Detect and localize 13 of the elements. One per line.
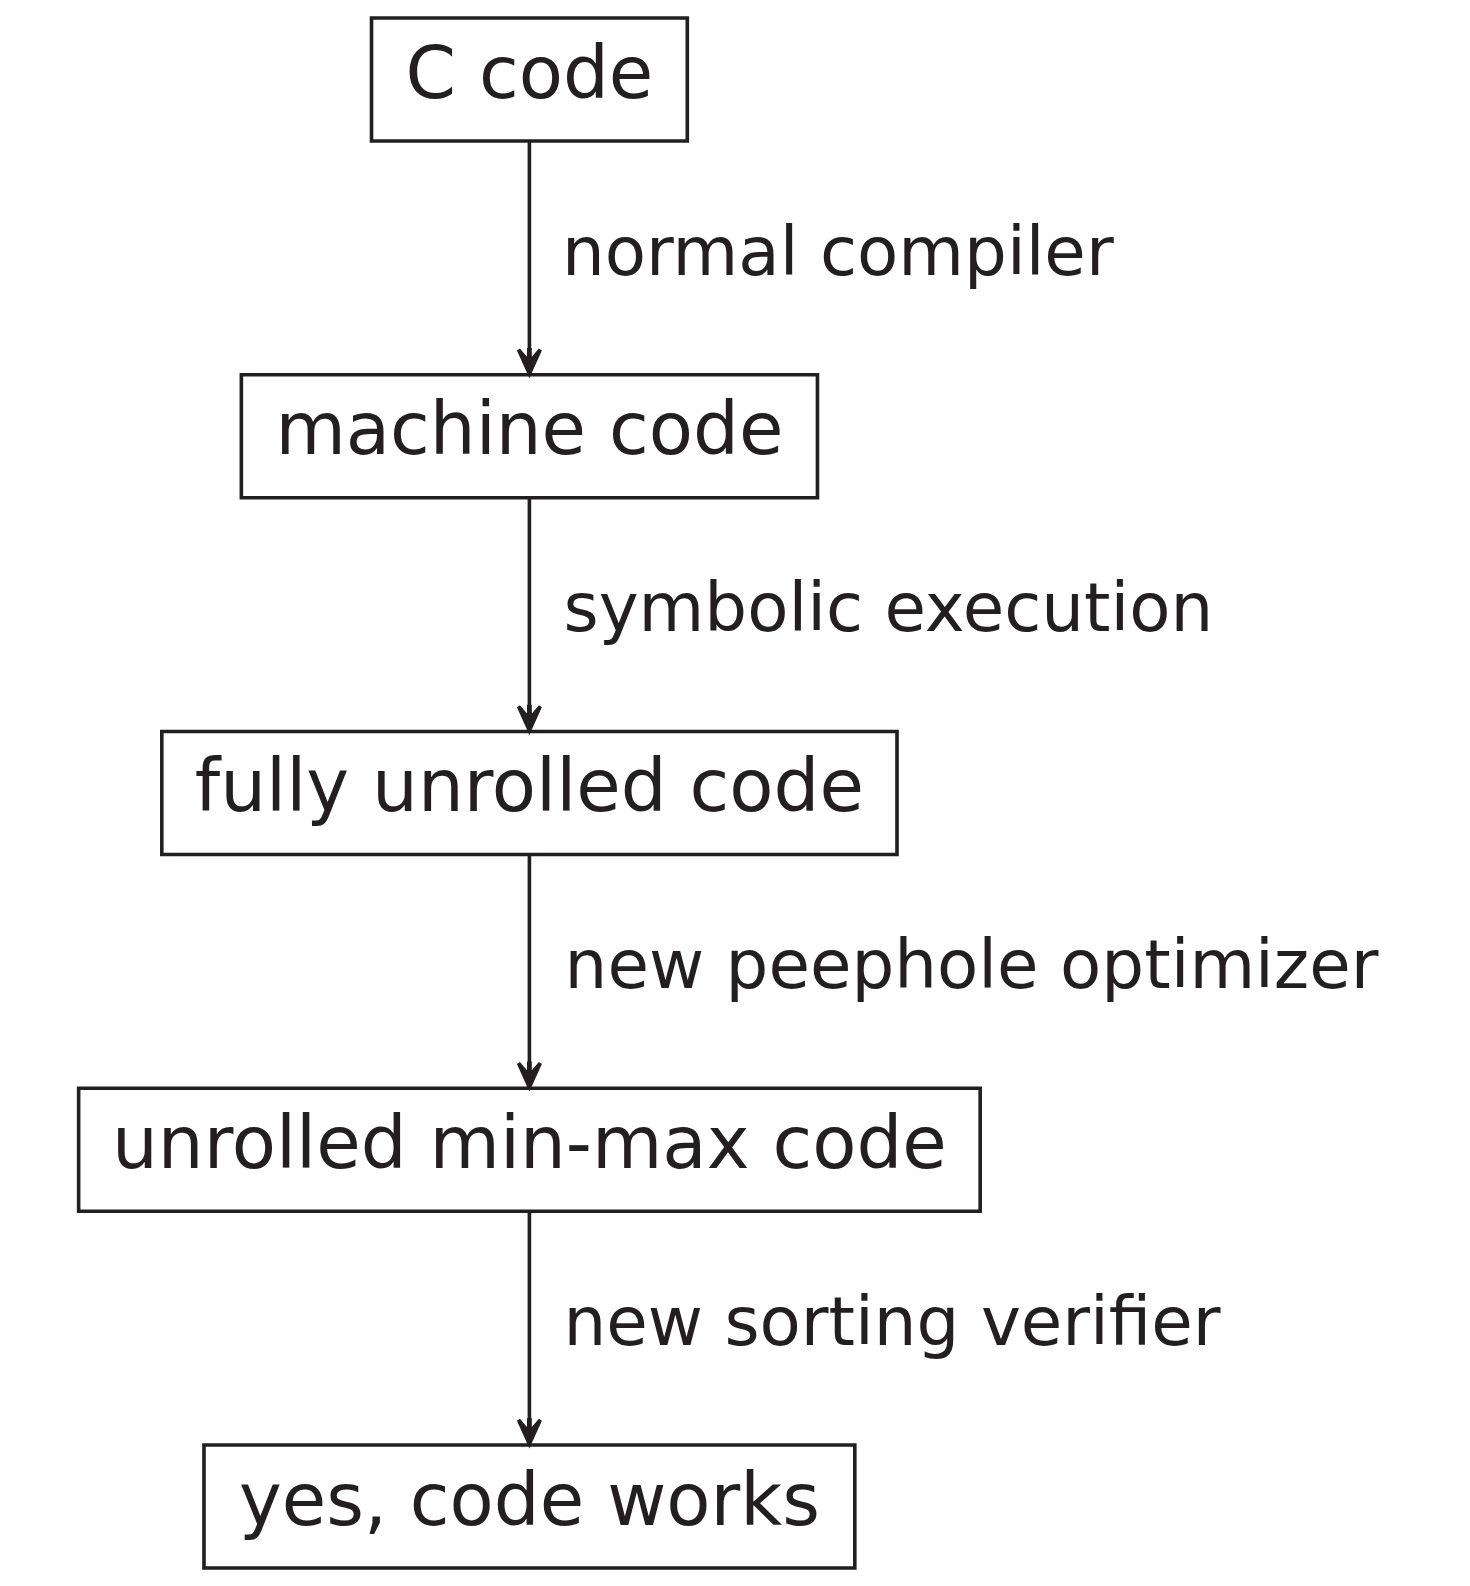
node-box: machine code [239,372,819,500]
edge-label: new peephole optimizer [564,925,1379,1005]
node-box: yes, code works [201,1443,857,1570]
edge-label: normal compiler [561,211,1114,291]
edge-label: new sorting verifier [562,1281,1221,1361]
node-box: fully unrolled code [159,729,899,857]
arrow [516,498,542,733]
node-box: C code [369,16,689,143]
node-box: unrolled min-max code [76,1086,982,1214]
arrow [516,855,542,1090]
edge-label: symbolic execution [562,568,1213,648]
arrow [516,141,542,376]
arrow [516,1211,542,1446]
